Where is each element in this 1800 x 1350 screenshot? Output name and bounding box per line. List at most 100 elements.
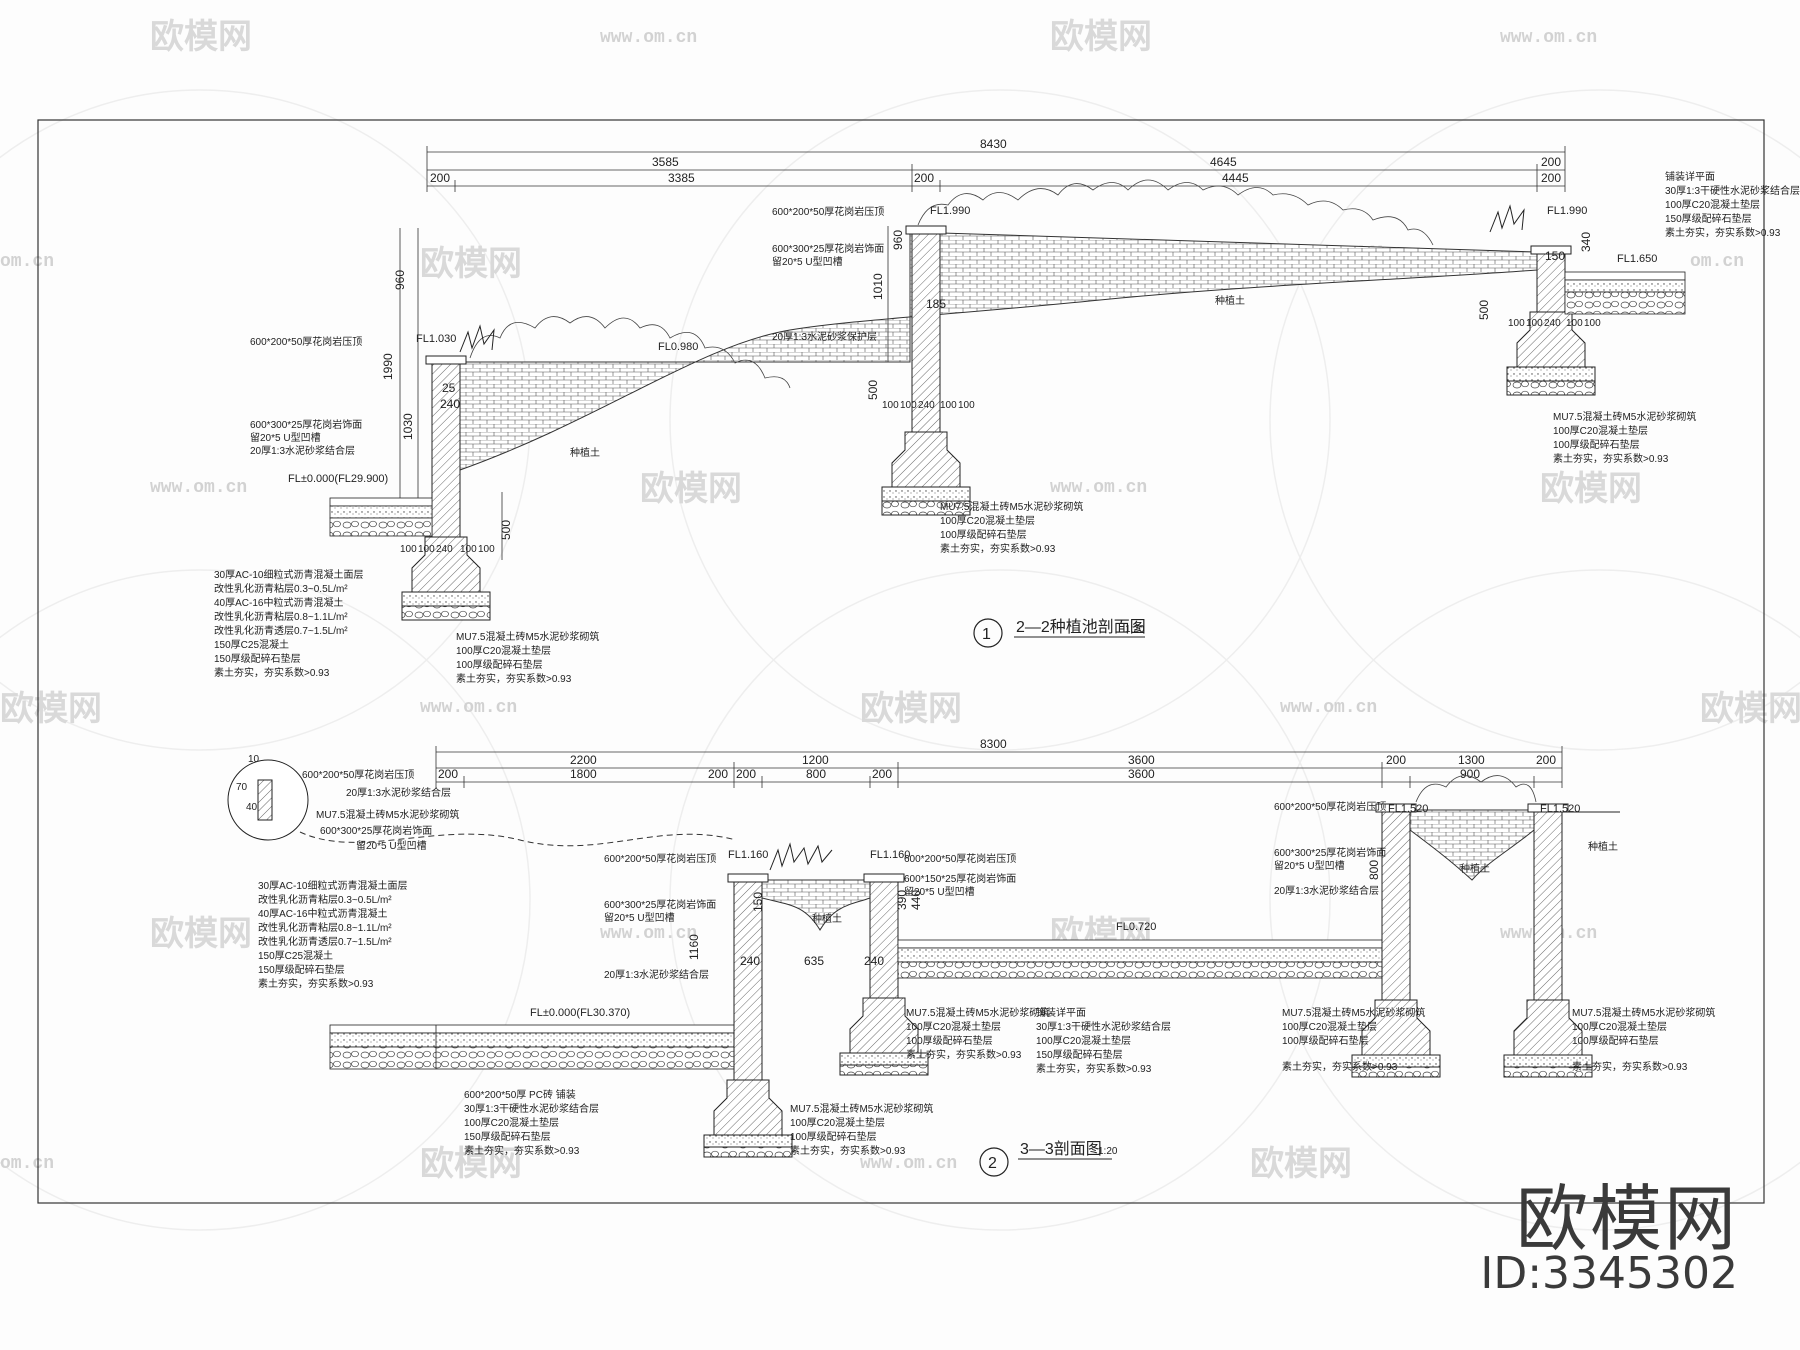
note-line: 600*200*50厚 PC砖 铺装 [464, 1088, 576, 1101]
watermark-url: www.om.cn [860, 1154, 957, 1174]
note-line: 改性乳化沥青粘层0.8~1.1L/m² [214, 610, 348, 623]
detail-note: 600*200*50厚花岗岩压顶 [302, 768, 414, 781]
note-line: 素土夯实，夯实系数>0.93 [1572, 1060, 1688, 1073]
watermark-url: www.om.cn [420, 698, 517, 718]
dim-label: 200 [708, 767, 728, 781]
level-label: FL1.160 [728, 849, 768, 861]
label-coping: 600*200*50厚花岗岩压顶 [250, 335, 362, 348]
watermark-brand: 欧模网 [150, 17, 252, 57]
dim-label: 240 [864, 954, 884, 968]
label-facing: 600*300*25厚花岗岩饰面 [1274, 846, 1386, 859]
label-groove: 留20*5 U型凹槽 [1274, 859, 1345, 872]
note-line: 100厚C20混凝土垫层 [906, 1020, 1001, 1033]
watermark-brand: 欧模网 [420, 244, 522, 284]
note-line: MU7.5混凝土砖M5水泥砂浆砌筑 [1553, 410, 1696, 423]
watermark-brand: 欧模网 [1540, 469, 1642, 509]
label-soil: 种植土 [1215, 294, 1245, 307]
dim-label: 100 [1526, 318, 1543, 329]
section-1: 8430 3585 4645 200 200 3385 200 4445 200 [214, 137, 1800, 685]
note-line: 150厚级配碎石垫层 [1036, 1048, 1123, 1061]
dim-label: 240 [918, 400, 935, 411]
note-line: 150厚级配碎石垫层 [258, 963, 345, 976]
dim-label: 100 [418, 544, 435, 555]
watermark-url: om.cn [0, 252, 54, 272]
vertical-dims [399, 226, 889, 560]
coping [1527, 803, 1569, 813]
watermark-brand: 欧模网 [1050, 17, 1152, 57]
label-soil: 种植土 [812, 912, 842, 925]
dimension-chain-top [435, 746, 1563, 788]
level-label: FL1.990 [1547, 205, 1587, 217]
dim-label: 960 [393, 270, 407, 290]
label-mortar: 20厚1:3水泥砂浆结合层 [604, 968, 709, 981]
note-line: 改性乳化沥青透层0.7~1.5L/m² [258, 935, 392, 948]
label-coping: 600*200*50厚花岗岩压顶 [772, 205, 884, 218]
note-line: 100厚级配碎石垫层 [1282, 1034, 1369, 1047]
note-line: 改性乳化沥青粘层0.3~0.5L/m² [214, 582, 348, 595]
note-line: 100厚C20混凝土垫层 [1553, 424, 1648, 437]
note-line: 素土夯实，夯实系数>0.93 [1553, 452, 1669, 465]
dim-label: 4645 [1210, 155, 1237, 169]
dim-total: 8430 [980, 137, 1007, 151]
mid-layer-notes: 铺装详平面 30厚1:3干硬性水泥砂浆结合层 100厚C20混凝土垫层 150厚… [1036, 1006, 1171, 1075]
dim-label: 4445 [1222, 171, 1249, 185]
label-soil: 种植土 [1460, 862, 1490, 875]
section-2: 8300 2200 1200 3600 200 1300 200 200 180… [227, 737, 1715, 1177]
level-label: FL±0.000(FL30.370) [530, 1007, 630, 1019]
note-line: 改性乳化沥青粘层0.8~1.1L/m² [258, 921, 392, 934]
level-label: FL1.990 [930, 205, 970, 217]
corner-brand-logo: 欧模网 [1515, 1177, 1738, 1261]
footing-layer-notes: MU7.5混凝土砖M5水泥砂浆砌筑 100厚C20混凝土垫层 100厚级配碎石垫… [790, 1006, 1049, 1157]
note-line: 100厚C20混凝土垫层 [1282, 1020, 1377, 1033]
label-facing: 600*300*25厚花岗岩饰面 [604, 898, 716, 911]
label-coping: 600*200*50厚花岗岩压顶 [904, 852, 1016, 865]
dim-label: 340 [1579, 232, 1593, 252]
dim-label: 100 [882, 400, 899, 411]
label-groove: 留20*5 U型凹槽 [904, 885, 975, 898]
paving-left [329, 1024, 736, 1070]
dim-label: 100 [400, 544, 417, 555]
footing-right-planter-left [1351, 999, 1441, 1078]
dim-label: 100 [940, 400, 957, 411]
watermark-url: www.om.cn [1280, 698, 1377, 718]
dim-label: 185 [926, 297, 946, 311]
dim-label: 3600 [1128, 753, 1155, 767]
dim-label: 1800 [570, 767, 597, 781]
note-line: 150厚C25混凝土 [258, 949, 333, 962]
note-line: 素土夯实，夯实系数>0.93 [1282, 1060, 1398, 1073]
watermark-url: om.cn [0, 1154, 54, 1174]
note-line: 30厚AC-10细粒式沥青混凝土面层 [214, 568, 363, 581]
wall-right-planter-left [1381, 809, 1411, 1001]
label-coping: 600*200*50厚花岗岩压顶 [604, 852, 716, 865]
section-number: 2 [988, 1155, 997, 1172]
label-groove: 留20*5 U型凹槽 [772, 255, 843, 268]
note-line: 铺装详平面 [1036, 1006, 1086, 1019]
dim-label: 200 [872, 767, 892, 781]
dim-label: 240 [1544, 318, 1561, 329]
note-line: 素土夯实，夯实系数>0.93 [790, 1144, 906, 1157]
note-line: 素土夯实，夯实系数>0.93 [940, 542, 1056, 555]
note-line: 素土夯实，夯实系数>0.93 [1665, 226, 1781, 239]
label-facing: 600*300*25厚花岗岩饰面 [772, 242, 884, 255]
note-line: 30厚1:3干硬性水泥砂浆结合层 [1665, 184, 1800, 197]
note-line: 改性乳化沥青透层0.7~1.5L/m² [214, 624, 348, 637]
dim-label: 200 [736, 767, 756, 781]
coping [1530, 245, 1572, 255]
note-line: 100厚级配碎石垫层 [906, 1034, 993, 1047]
watermark-brand: 欧模网 [0, 689, 102, 729]
footing-left [401, 536, 491, 621]
dim-label: 100 [1584, 318, 1601, 329]
note-line: 100厚C20混凝土垫层 [1572, 1020, 1667, 1033]
level-label: FL1.520 [1388, 803, 1428, 815]
paving-layer-notes-left: 30厚AC-10细粒式沥青混凝土面层 改性乳化沥青粘层0.3~0.5L/m² 4… [214, 568, 363, 679]
watermark-brand: 欧模网 [1250, 1144, 1352, 1184]
level-label: FL1.160 [870, 849, 910, 861]
label-plant-note: 20厚1:3水泥砂浆保护层 [772, 330, 877, 343]
wall-left [431, 361, 461, 538]
note-line: 100厚级配碎石垫层 [456, 658, 543, 671]
dim-label: 800 [806, 767, 826, 781]
label-soil: 种植土 [1588, 840, 1618, 853]
note-line: 30厚1:3干硬性水泥砂浆结合层 [464, 1102, 599, 1115]
note-line: 100厚级配碎石垫层 [790, 1130, 877, 1143]
dim-label: 800 [1367, 860, 1381, 880]
